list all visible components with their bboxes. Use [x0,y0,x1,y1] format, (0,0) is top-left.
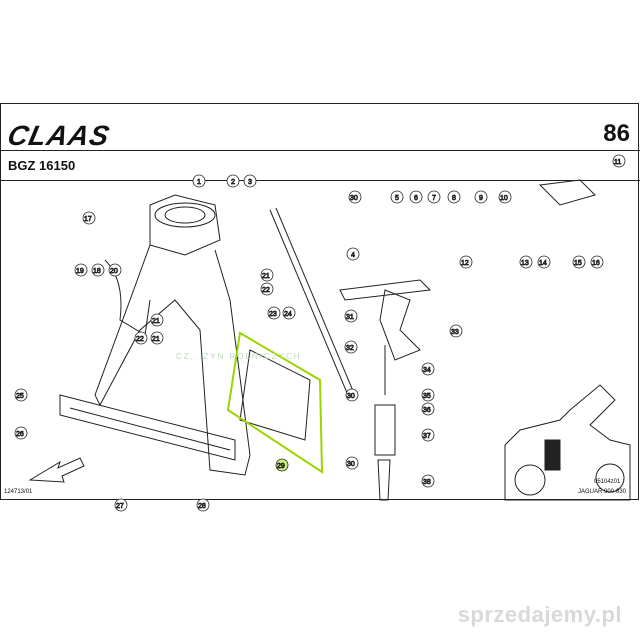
callout-30c: 30 [347,461,355,468]
callout-10: 10 [500,195,508,202]
callout-30a: 30 [350,195,358,202]
callout-32: 32 [346,345,354,352]
callout-34: 34 [423,367,431,374]
callout-11: 11 [614,159,621,166]
callout-3: 3 [248,179,252,186]
callout-22b: 22 [136,336,144,343]
site-watermark: sprzedajemy.pl [457,602,622,627]
highlighted-part-outline [226,331,324,474]
callout-37: 37 [423,433,431,440]
page-number: 86 [603,120,630,147]
header-rule-lower [0,180,640,181]
callout-2: 2 [231,179,235,186]
callout-17: 17 [84,216,92,223]
callout-14: 14 [539,260,547,267]
callout-19: 19 [76,268,84,275]
harvester-thumbnail [504,384,631,501]
callout-5: 5 [395,195,399,202]
machine-outline [59,179,596,501]
callout-20: 20 [110,268,118,275]
callout-33: 33 [451,329,459,336]
callout-12: 12 [461,260,469,267]
callout-7: 7 [432,195,436,202]
callout-15: 15 [574,260,582,267]
callout-18: 18 [93,268,101,275]
callout-4: 4 [351,252,355,259]
callout-25: 25 [16,393,24,400]
callout-21b: 21 [152,318,160,325]
callout-group: 1 2 3 4 5 6 7 8 9 10 11 12 13 14 15 16 1… [14,154,626,512]
callout-6: 6 [414,195,418,202]
callout-36: 36 [423,407,431,414]
callout-9: 9 [479,195,483,202]
page-code: BGZ 16150 [8,158,76,173]
direction-arrow-icon [28,457,85,483]
callout-23: 23 [269,311,277,318]
drawing-id: 124713/01 [4,489,33,495]
callout-27: 27 [116,503,124,510]
header-rule [0,150,640,151]
callout-8: 8 [452,195,456,202]
callout-1: 1 [197,179,201,186]
callout-30b: 30 [347,393,355,400]
callout-21a: 21 [262,273,270,280]
callout-31: 31 [346,314,354,321]
callout-29: 29 [277,463,285,470]
model-name: JAGUAR 900-830 [578,489,627,495]
ref-code: 05104z01 [594,479,621,485]
watermark-text: CZ...ZYN ROLNICZYCH [176,352,302,361]
callout-24: 24 [284,311,292,318]
callout-28: 28 [198,503,206,510]
callout-38: 38 [423,479,431,486]
callout-26: 26 [16,431,24,438]
callout-21c: 21 [152,336,160,343]
drawing-frame [0,103,639,500]
callout-22a: 22 [262,287,270,294]
callout-13: 13 [521,260,529,267]
callout-16: 16 [592,260,600,267]
callout-35: 35 [423,393,431,400]
